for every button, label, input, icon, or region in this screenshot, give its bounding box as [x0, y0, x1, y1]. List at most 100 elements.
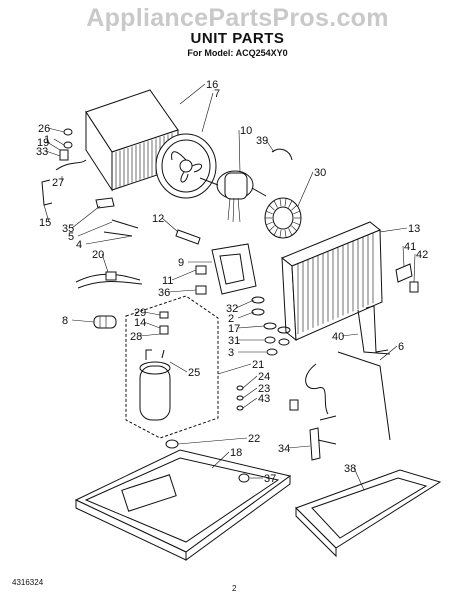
part-label-9[interactable]: 9 [178, 257, 184, 269]
part-label-19[interactable]: 19 [37, 137, 49, 149]
leader-line-15 [43, 204, 50, 223]
model-line: For Model: ACQ254XY0 [187, 48, 288, 58]
leader-line-14 [143, 321, 161, 329]
leader-line-33 [45, 150, 61, 157]
leader-line-25 [169, 361, 188, 373]
leader-line-43 [242, 397, 258, 409]
part-label-18[interactable]: 18 [230, 447, 242, 459]
clamp[interactable] [271, 148, 293, 161]
refrigerant-tubing[interactable] [305, 305, 391, 441]
part-label-2[interactable]: 2 [228, 313, 234, 325]
fan-motor[interactable] [199, 170, 267, 223]
leader-line-28 [139, 333, 161, 337]
part-label-12[interactable]: 12 [152, 213, 164, 225]
leader-line-5 [77, 221, 113, 237]
clip[interactable] [175, 229, 201, 245]
leader-line-26 [47, 127, 65, 133]
leader-line-42 [413, 253, 416, 283]
fan-blade[interactable] [155, 133, 217, 199]
part-label-40[interactable]: 40 [332, 331, 344, 343]
part-label-17[interactable]: 17 [228, 323, 240, 335]
compressor-assembly[interactable] [125, 295, 219, 439]
part-label-15[interactable]: 15 [39, 217, 51, 229]
part-label-25[interactable]: 25 [188, 367, 200, 379]
leader-line-4 [85, 235, 133, 245]
leader-line-8 [71, 319, 95, 323]
leader-line-39 [265, 139, 275, 153]
page-title: UNIT PARTS [190, 30, 285, 47]
leader-line-11 [171, 269, 197, 281]
tube-bracket[interactable] [309, 427, 337, 461]
part-label-33[interactable]: 33 [36, 146, 48, 158]
leader-line-36 [167, 289, 197, 293]
part-label-26[interactable]: 26 [38, 123, 50, 135]
part-label-31[interactable]: 31 [228, 335, 240, 347]
part-label-23[interactable]: 23 [258, 383, 270, 395]
part-label-39[interactable]: 39 [256, 135, 268, 147]
part-label-21[interactable]: 21 [252, 359, 264, 371]
motor-mount-bracket[interactable] [195, 243, 257, 295]
part-label-7[interactable]: 7 [214, 88, 220, 100]
drain-pan[interactable] [295, 469, 442, 558]
part-label-30[interactable]: 30 [314, 167, 326, 179]
part-label-43[interactable]: 43 [258, 393, 270, 405]
part-label-22[interactable]: 22 [248, 433, 260, 445]
leader-line-22 [177, 437, 248, 445]
watermark: AppliancePartsPros.com [86, 4, 389, 32]
part-label-27[interactable]: 27 [52, 177, 64, 189]
part-label-1[interactable]: 1 [44, 134, 50, 146]
part-label-29[interactable]: 29 [134, 307, 146, 319]
leader-line-24 [242, 375, 258, 389]
part-label-32[interactable]: 32 [226, 303, 238, 315]
part-label-16[interactable]: 16 [206, 79, 218, 91]
part-label-20[interactable]: 20 [92, 249, 104, 261]
part-label-4[interactable]: 4 [76, 239, 82, 251]
part-label-14[interactable]: 14 [134, 317, 146, 329]
part-labels: 1672611933271510393012134142355420911363… [36, 79, 428, 485]
part-label-6[interactable]: 6 [398, 341, 404, 353]
part-label-3[interactable]: 3 [228, 347, 234, 359]
base-pan[interactable] [74, 439, 292, 561]
leader-line-21 [217, 363, 252, 375]
leader-line-20 [101, 253, 109, 273]
leader-line-40 [341, 333, 359, 337]
thermostat[interactable] [95, 197, 139, 237]
washers[interactable] [251, 296, 291, 356]
part-label-8[interactable]: 8 [62, 315, 68, 327]
part-label-28[interactable]: 28 [130, 331, 142, 343]
leader-line-30 [297, 171, 314, 207]
leader-line-19 [46, 141, 61, 151]
leader-line-23 [242, 387, 258, 399]
blower-wheel[interactable] [264, 197, 302, 239]
leader-lines [43, 83, 416, 491]
page-number: 2 [232, 584, 237, 593]
part-label-10[interactable]: 10 [240, 125, 252, 137]
part-label-13[interactable]: 13 [408, 223, 420, 235]
part-label-38[interactable]: 38 [344, 463, 356, 475]
coil-fittings[interactable] [41, 128, 87, 206]
capacitor[interactable] [93, 315, 117, 329]
part-label-36[interactable]: 36 [158, 287, 170, 299]
part-label-34[interactable]: 34 [278, 443, 290, 455]
part-label-41[interactable]: 41 [404, 241, 416, 253]
part-label-42[interactable]: 42 [416, 249, 428, 261]
leader-line-6 [379, 345, 398, 361]
leader-line-35 [71, 205, 101, 229]
leader-line-34 [287, 445, 311, 449]
leader-line-2 [237, 311, 255, 319]
wire-harness[interactable] [75, 271, 143, 289]
part-label-35[interactable]: 35 [62, 223, 74, 235]
leader-line-38 [353, 467, 365, 491]
leader-line-7 [201, 92, 214, 133]
part-label-11[interactable]: 11 [162, 275, 173, 287]
leader-line-16 [179, 83, 206, 105]
leader-line-10 [238, 129, 241, 173]
leader-line-13 [379, 227, 408, 233]
part-label-37[interactable]: 37 [264, 473, 276, 485]
leader-line-1 [53, 138, 65, 146]
leader-line-18 [211, 451, 230, 469]
evaporator-coil[interactable] [281, 221, 383, 342]
part-label-24[interactable]: 24 [258, 371, 270, 383]
part-label-5[interactable]: 5 [68, 231, 74, 243]
